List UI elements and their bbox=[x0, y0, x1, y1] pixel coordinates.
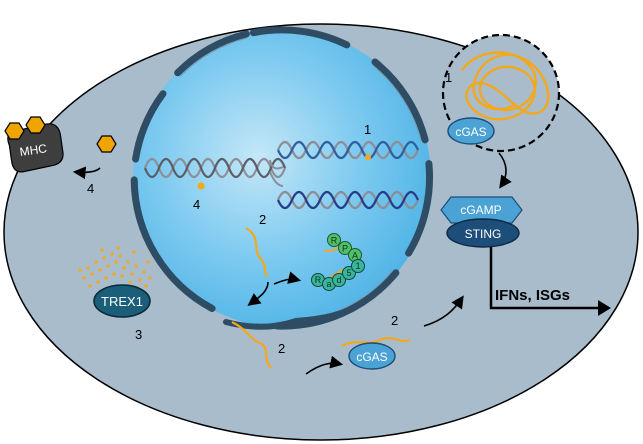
output-label: IFNs, ISGs bbox=[495, 287, 570, 304]
arrow-icon bbox=[305, 355, 344, 375]
peptide-hexagon-icon bbox=[96, 135, 117, 153]
dna-helix-break-upper bbox=[276, 140, 420, 160]
sting-label: STING bbox=[465, 227, 502, 241]
output-arrow bbox=[489, 247, 600, 310]
cytoplasmic-ssdna bbox=[231, 321, 273, 369]
micronucleus-chromatin bbox=[461, 51, 550, 121]
rpa-letter: P bbox=[342, 244, 348, 254]
arrow-icon bbox=[273, 271, 302, 285]
trex1-protein: TREX1 bbox=[93, 284, 151, 318]
nuclear-bleb bbox=[223, 301, 363, 330]
cgas-bottom-label: cGAS bbox=[356, 350, 387, 364]
dna-strand-connector bbox=[269, 159, 284, 187]
step-number: 3 bbox=[135, 327, 142, 342]
dna-helix-break-lower bbox=[276, 190, 420, 210]
step-number: 2 bbox=[391, 313, 398, 328]
step-number: 1 bbox=[364, 122, 371, 137]
mhc-complex: MHC bbox=[4, 116, 64, 173]
step-number: 4 bbox=[193, 197, 200, 212]
cgamp-shape bbox=[440, 196, 523, 224]
step-number: 2 bbox=[278, 341, 285, 356]
dna-lesion-marker bbox=[365, 154, 371, 160]
cgas-top-protein: cGAS bbox=[447, 117, 495, 145]
cgas-bottom-protein: cGAS bbox=[348, 342, 396, 370]
cgas-top-label: cGAS bbox=[455, 125, 486, 139]
arrow-icon bbox=[498, 152, 512, 189]
rad51-letter: a bbox=[326, 279, 331, 289]
peptide-hexagon-icon bbox=[4, 122, 25, 140]
rpa-letter: A bbox=[352, 251, 358, 261]
rad51-letter: 1 bbox=[355, 261, 360, 271]
cgamp-label: cGAMP bbox=[460, 203, 501, 217]
arrow-icon bbox=[423, 295, 464, 327]
dna-helix-gray bbox=[143, 157, 287, 179]
step-number: 4 bbox=[87, 181, 94, 196]
trex1-label: TREX1 bbox=[101, 294, 143, 309]
rad51-letter: 5 bbox=[346, 268, 351, 278]
arrow-icon bbox=[72, 166, 101, 180]
dna-lesion-marker bbox=[197, 182, 205, 190]
rad51-letter: R bbox=[315, 275, 322, 285]
arrow-icon bbox=[247, 281, 269, 306]
sting-shape bbox=[446, 218, 520, 248]
step-number: 2 bbox=[259, 212, 266, 227]
nuclear-envelope bbox=[130, 26, 433, 330]
peptide-hexagon-icon bbox=[25, 116, 46, 134]
nucleus bbox=[130, 26, 433, 330]
rpa-letter: R bbox=[331, 236, 338, 246]
step-number: 1 bbox=[445, 70, 452, 85]
sting-complex: cGAMP STING bbox=[440, 196, 523, 248]
output-arrow-head bbox=[598, 300, 611, 316]
rad51-letter: d bbox=[336, 275, 341, 285]
mhc-label: MHC bbox=[19, 141, 48, 159]
rad51-filament: R a d 5 1 bbox=[311, 259, 365, 291]
nuclear-ssdna bbox=[245, 227, 269, 277]
cytoplasmic-ssdna bbox=[341, 336, 411, 347]
rpa-complex: R P A bbox=[323, 233, 362, 262]
